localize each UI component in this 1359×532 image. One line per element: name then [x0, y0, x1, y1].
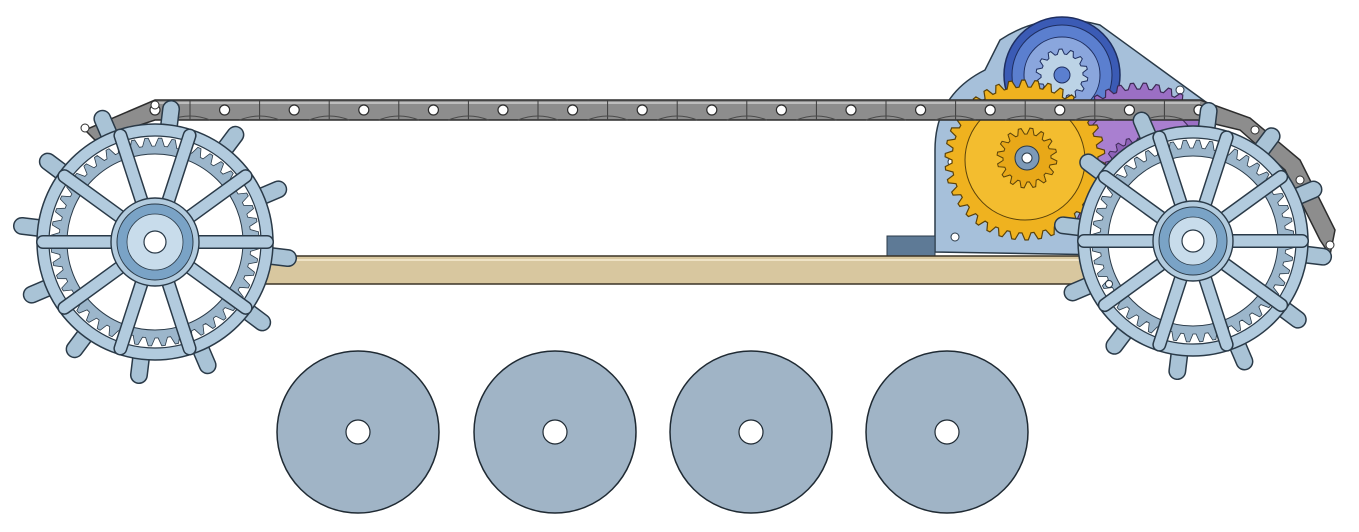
rear-sprocket [1053, 101, 1333, 381]
road-wheel-1 [276, 350, 440, 514]
road-wheels [276, 350, 1029, 514]
road-wheel-4 [865, 350, 1029, 514]
front-sprocket [12, 99, 298, 385]
road-wheel-3 [669, 350, 833, 514]
road-wheel-2 [473, 350, 637, 514]
mount-block [886, 235, 936, 257]
